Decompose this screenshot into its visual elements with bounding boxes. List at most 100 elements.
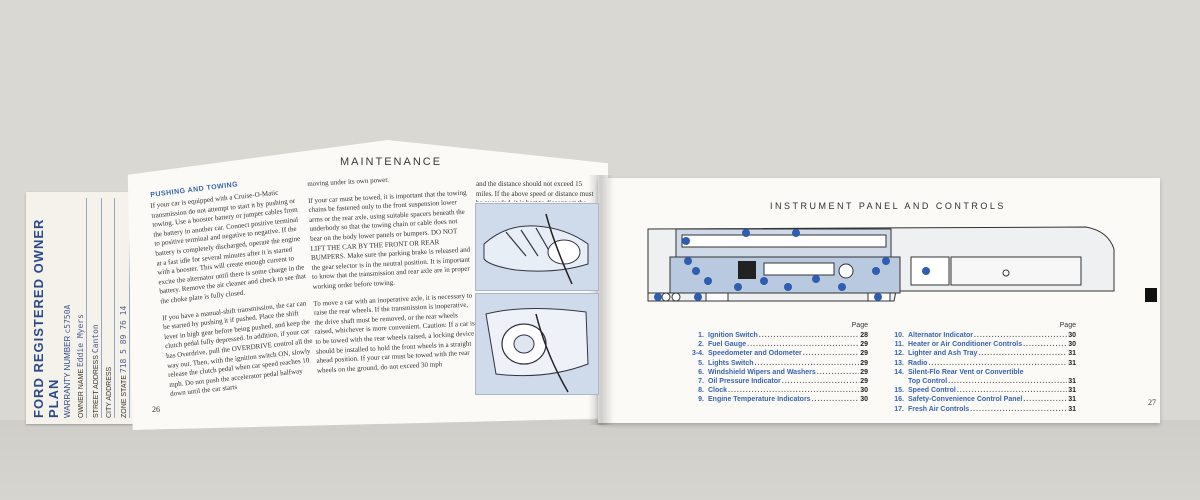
- legend-item-number: 9.: [698, 396, 704, 404]
- legend-item-leader: [957, 387, 1067, 394]
- legend-item-label: Safety-Convenience Control Panel: [908, 396, 1023, 404]
- legend-item: 7. Oil Pressure Indicator 29: [690, 377, 868, 386]
- legend-item-page: 28: [860, 332, 868, 340]
- col1-paragraph-1: If your car is equipped with a Cruise-O-…: [150, 188, 307, 306]
- card-owner-value: Eddie Myers: [76, 314, 85, 368]
- left-column-1: If your car is equipped with a Cruise-O-…: [150, 187, 318, 400]
- legend-item-label: Windshield Wipers and Washers: [708, 368, 816, 376]
- legend-item-page: 31: [1068, 359, 1076, 367]
- legend-item-page: 29: [860, 350, 868, 358]
- legend-item-leader: [812, 396, 860, 403]
- card-city-label: CITY ADDRESS: [106, 366, 113, 418]
- legend-item-leader: [970, 406, 1067, 413]
- left-column-3: and the distance should not exceed 15 mi…: [476, 180, 596, 202]
- legend-item-label: Clock: [708, 387, 728, 395]
- legend-item-page: 31: [1068, 387, 1076, 395]
- legend-item: 8. Clock 30: [690, 386, 868, 395]
- legend-item-page: 30: [1068, 341, 1076, 349]
- card-zip-value: 718 5 89 76 14: [119, 305, 128, 374]
- legend-item-leader: [1023, 396, 1067, 403]
- legend-item-number: 15.: [894, 387, 904, 395]
- legend-item: 10. Alternator Indicator 30: [890, 331, 1076, 340]
- rear-axle-illustration: [475, 293, 599, 395]
- legend-item-leader: [978, 350, 1067, 357]
- legend-item: 6. Windshield Wipers and Washers 29: [690, 368, 868, 377]
- legend-item-number: 5.: [698, 359, 704, 367]
- front-suspension-drawing: [483, 213, 589, 285]
- legend-item-leader: [974, 332, 1067, 339]
- legend-item-page: 29: [860, 378, 868, 386]
- col1-paragraph-2: If you have a manual-shift transmission,…: [161, 298, 313, 399]
- legend-item-label: Ignition Switch: [708, 332, 758, 340]
- legend-item-label: Fresh Air Controls: [908, 405, 970, 413]
- legend-right: Page 10.Alternator Indicator3011.Heater …: [890, 322, 1076, 414]
- legend-item-label: Speedometer and Odometer: [708, 350, 802, 358]
- legend-item-leader: [747, 341, 859, 348]
- legend-item: 17. Fresh Air Controls 31: [890, 405, 1076, 414]
- front-suspension-illustration: [475, 203, 599, 291]
- table-surface: [0, 420, 1200, 500]
- legend-item-label: Oil Pressure Indicator: [708, 378, 781, 386]
- legend-item-leader: [759, 332, 859, 339]
- instrument-panel-diagram: [646, 221, 1116, 303]
- card-owner-label: OWNER NAME: [78, 369, 85, 418]
- legend-item-page: 31: [1068, 350, 1076, 358]
- legend-item-page: 30: [860, 387, 868, 395]
- legend-item: 9. Engine Temperature Indicators 30: [690, 395, 868, 404]
- legend-item-number: 14.: [894, 368, 904, 376]
- legend-item-leader: [817, 369, 859, 376]
- legend-item-page: 29: [860, 359, 868, 367]
- legend-item-number: 6.: [698, 368, 704, 376]
- maintenance-title: MAINTENANCE: [340, 156, 443, 168]
- legend-item-number: 13.: [894, 359, 904, 367]
- rear-axle-drawing: [485, 307, 589, 393]
- card-warranty-value: c5750A: [63, 304, 72, 334]
- legend-item-page: 30: [860, 396, 868, 404]
- legend-item-page: 31: [1068, 396, 1076, 404]
- legend-item-page: 29: [860, 368, 868, 376]
- legend-item-number: 10.: [894, 332, 904, 340]
- legend-left: Page 1.Ignition Switch282.Fuel Gauge293-…: [690, 322, 868, 405]
- legend-item-number: 16.: [894, 396, 904, 404]
- legend-item: 3-4.Speedometer and Odometer29: [690, 349, 868, 358]
- card-warranty-label: WARRANTY NUMBER: [63, 335, 72, 418]
- legend-item-label: Engine Temperature Indicators: [708, 396, 811, 404]
- legend-item: 14.Silent-Flo Rear Vent or Convertible: [890, 368, 1076, 377]
- legend-item-page: 30: [1068, 332, 1076, 340]
- legend-item-number: 8.: [698, 387, 704, 395]
- legend-item-number: 2.: [698, 341, 704, 349]
- col2-paragraph-3: To move a car with an inoperative axle, …: [313, 291, 475, 375]
- card-title: FORD REGISTERED OWNER PLAN: [31, 218, 61, 418]
- legend-item: Top Control 31: [890, 377, 1076, 386]
- legend-item-page: 31: [1068, 378, 1076, 386]
- dashboard-drawing: [647, 226, 1115, 302]
- section-tab-marker: [1145, 288, 1157, 302]
- card-street-label: STREET ADDRESS: [93, 355, 100, 418]
- legend-item-label: Lighter and Ash Tray: [908, 350, 978, 358]
- legend-item-label: Lights Switch: [708, 359, 754, 367]
- card-street-value: Canton: [91, 324, 100, 354]
- registration-card-text: FORD REGISTERED OWNER PLAN WARRANTY NUMB…: [31, 198, 141, 418]
- legend-item-label: Speed Control: [908, 387, 956, 395]
- legend-item-leader: [928, 360, 1067, 367]
- legend-item: 15. Speed Control 31: [890, 386, 1076, 395]
- legend-item-number: 17.: [894, 405, 904, 413]
- left-page-number: 26: [152, 405, 160, 414]
- legend-item-leader: [728, 387, 859, 394]
- legend-item-label: Top Control: [908, 378, 948, 386]
- card-city-line: CITY ADDRESS: [106, 198, 115, 418]
- legend-item-label: Radio: [908, 359, 928, 367]
- legend-item-number: 7.: [698, 378, 704, 386]
- legend-item-number: 12.: [894, 350, 904, 358]
- legend-item-number: 11.: [894, 341, 904, 349]
- legend-item-page: 31: [1068, 405, 1076, 413]
- card-zip-line: ZONE STATE 718 5 89 76 14: [119, 198, 130, 418]
- legend-item: 11.Heater or Air Conditioner Controls30: [890, 340, 1076, 349]
- legend-left-list: 1.Ignition Switch282.Fuel Gauge293-4.Spe…: [690, 331, 868, 405]
- legend-item: 16. Safety-Convenience Control Panel 31: [890, 395, 1076, 404]
- legend-item-label: Alternator Indicator: [908, 332, 973, 340]
- legend-left-page-header: Page: [851, 322, 868, 329]
- legend-item-label: Fuel Gauge: [708, 341, 747, 349]
- col2-paragraph-2: If your car must be towed, it is importa…: [307, 188, 471, 291]
